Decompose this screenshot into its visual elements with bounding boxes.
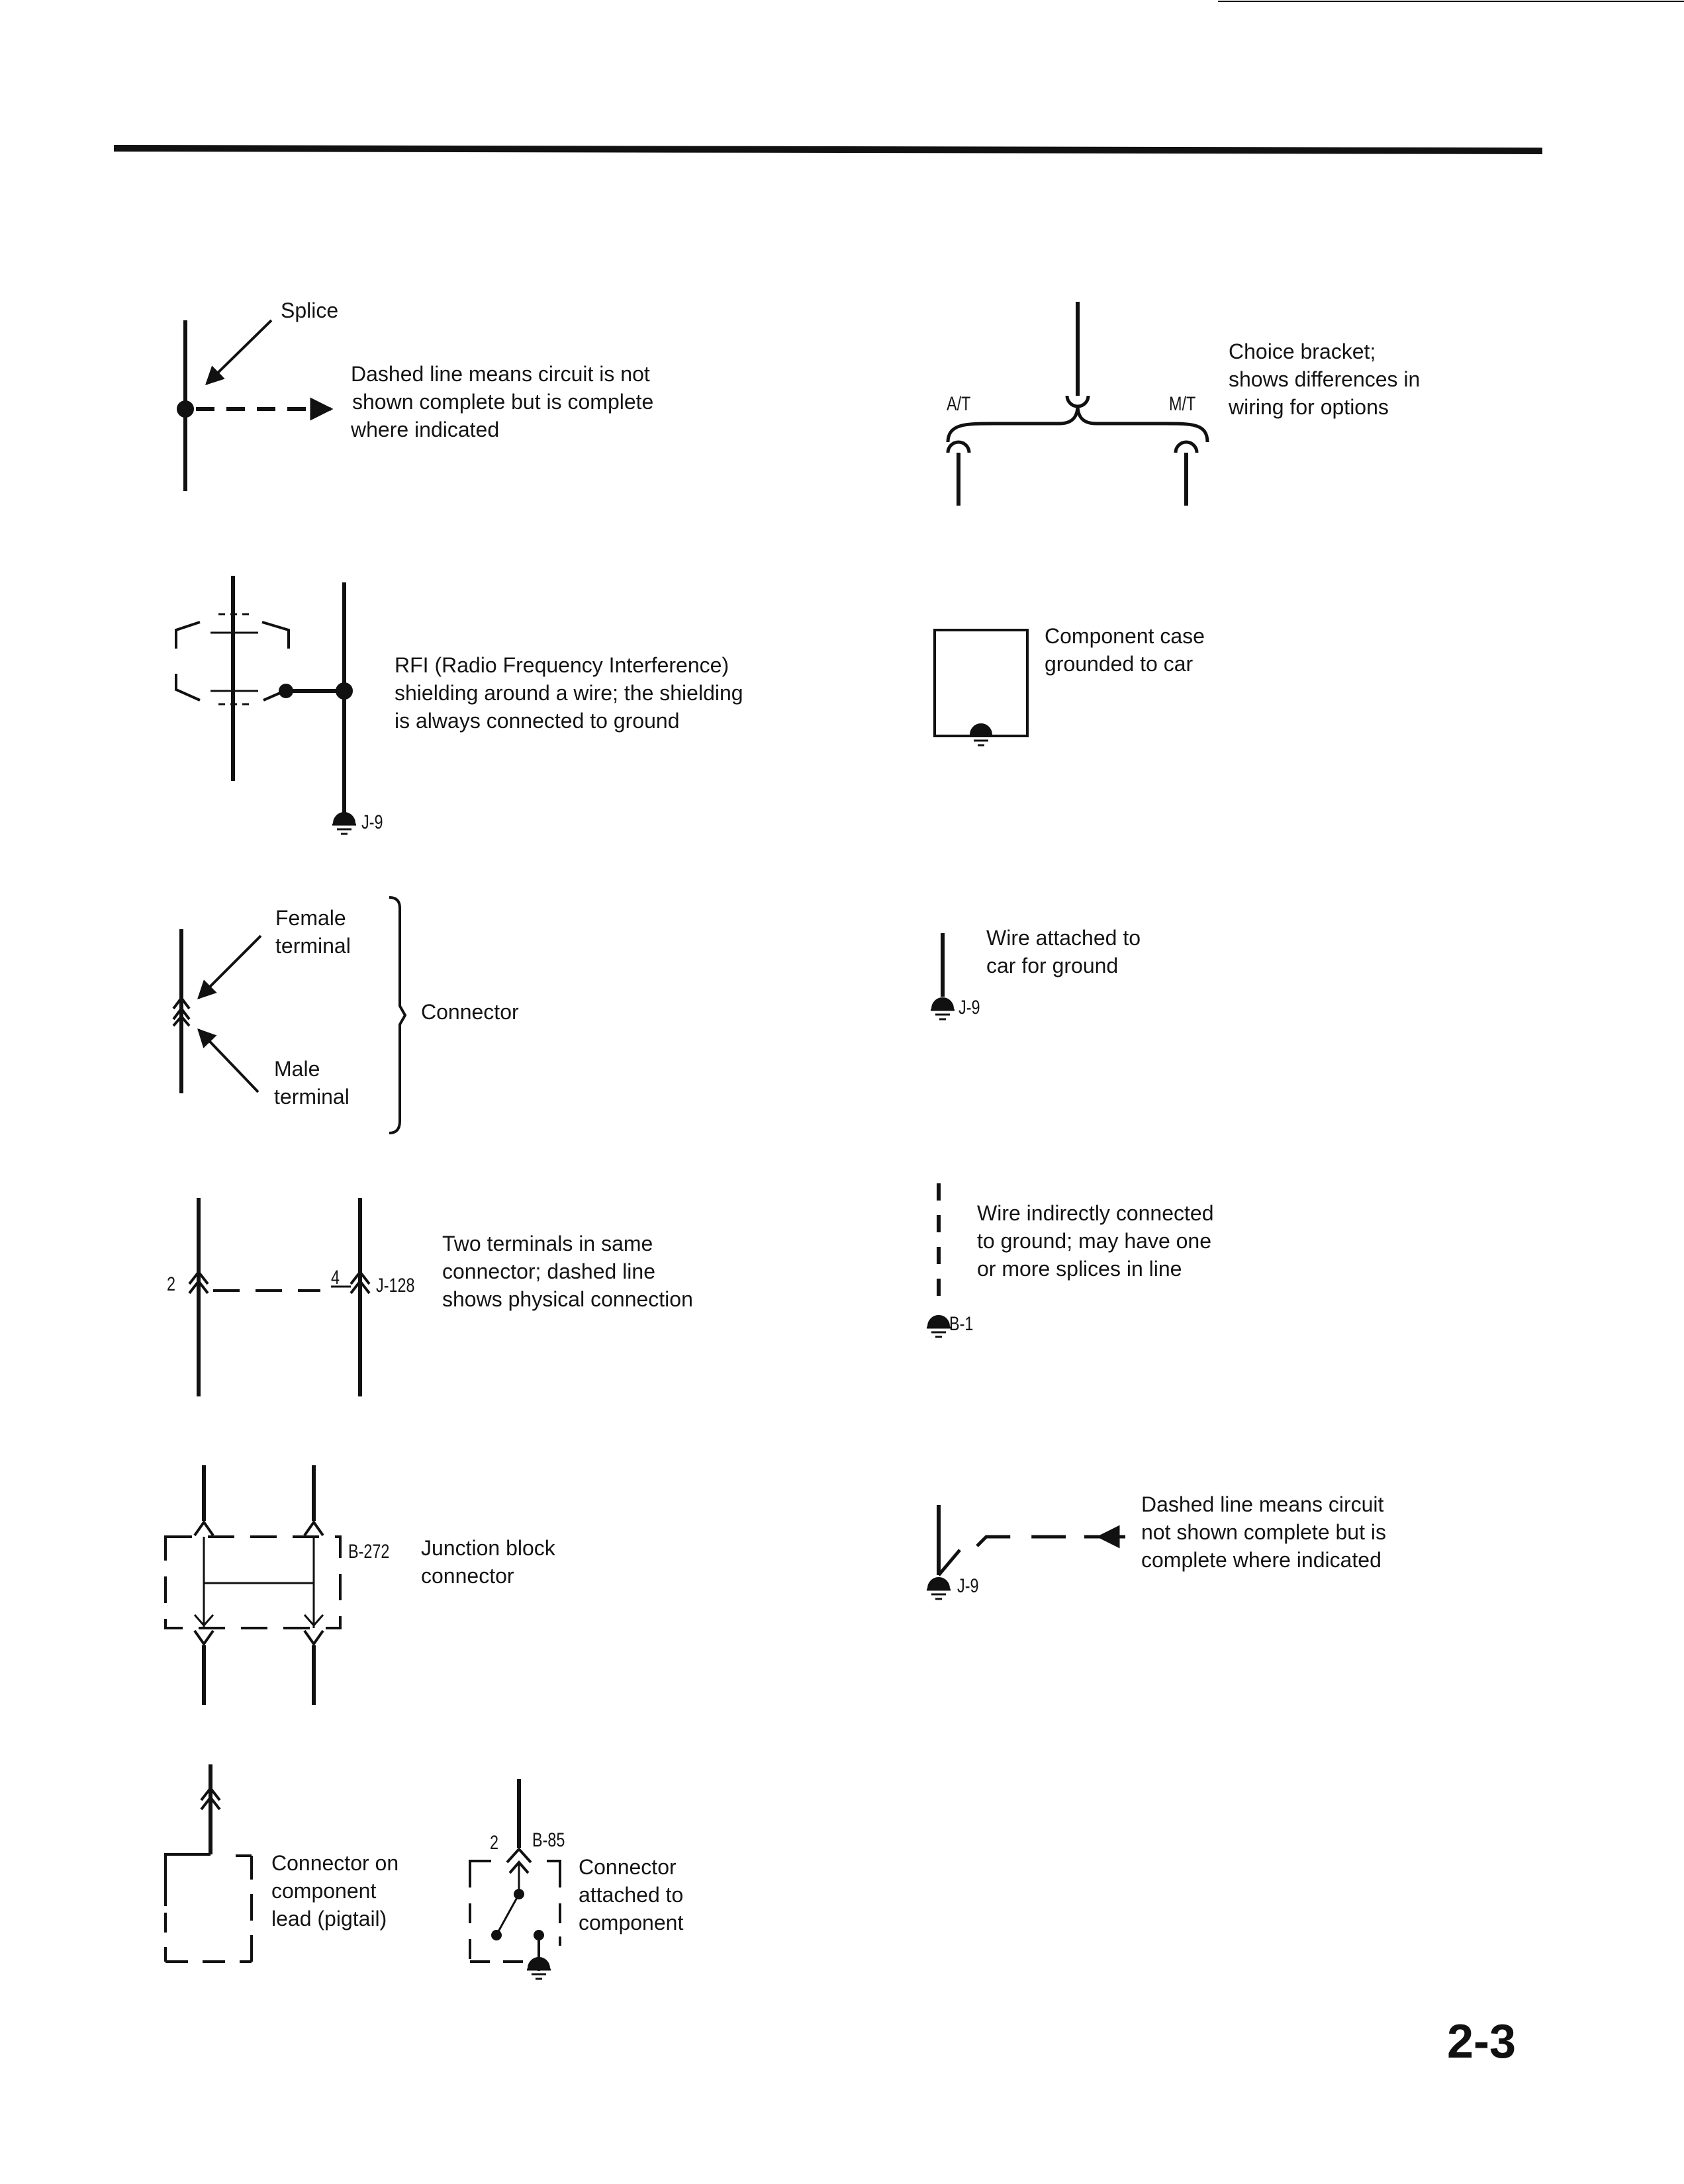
two-terminals-connector-id: J-128 xyxy=(376,1275,415,1297)
right-pin-number: 4 xyxy=(331,1267,340,1289)
wire-ground-id: J-9 xyxy=(959,997,980,1019)
attached-connector-desc-line-1: Connector xyxy=(579,1855,677,1879)
junction-block-symbol xyxy=(164,1465,342,1705)
rfi-desc-line-1: RFI (Radio Frequency Interference) xyxy=(395,653,729,677)
rfi-shield-symbol xyxy=(175,576,356,834)
pigtail-desc-line-1: Connector on xyxy=(271,1851,399,1875)
female-label-line-2: terminal xyxy=(275,934,351,958)
male-label-line-2: terminal xyxy=(274,1085,350,1109)
rfi-ground-id: J-9 xyxy=(361,811,383,833)
choice-desc-line-3: wiring for options xyxy=(1229,395,1389,419)
wire-ground-symbol xyxy=(931,933,955,1019)
splice-symbol xyxy=(177,319,334,491)
attached-connector-id: B-85 xyxy=(532,1829,565,1851)
wire-ground-desc-line-2: car for ground xyxy=(986,954,1119,978)
attached-connector-desc-line-2: attached to xyxy=(579,1883,684,1907)
splice-desc-line-1: Dashed line means circuit is not xyxy=(351,362,650,386)
header-rule xyxy=(113,145,1543,154)
dashed-ground-id: J-9 xyxy=(957,1575,979,1597)
junction-block-desc-line-1: Junction block xyxy=(421,1536,555,1560)
dashed-ground-symbol xyxy=(927,1505,1125,1599)
splice-desc-line-3: where indicated xyxy=(351,418,500,441)
indirect-ground-desc-line-2: to ground; may have one xyxy=(977,1229,1212,1253)
attached-connector-symbol xyxy=(469,1779,561,1979)
component-case-symbol xyxy=(933,629,1029,745)
rfi-desc-line-3: is always connected to ground xyxy=(395,709,680,733)
male-label-line-1: Male xyxy=(274,1057,320,1081)
connector-symbol xyxy=(172,896,407,1134)
attached-connector-pin: 2 xyxy=(490,1832,499,1854)
choice-desc-line-2: shows differences in xyxy=(1229,367,1421,391)
choice-desc-line-1: Choice bracket; xyxy=(1229,340,1376,363)
page-number: 2-3 xyxy=(1447,2015,1517,2068)
two-terminals-symbol xyxy=(188,1198,371,1396)
attached-connector-desc-line-3: component xyxy=(579,1911,684,1934)
case-desc-line-1: Component case xyxy=(1045,624,1205,648)
two-terminals-desc-line-1: Two terminals in same xyxy=(442,1232,653,1255)
dashed-ground-desc-line-1: Dashed line means circuit xyxy=(1141,1492,1384,1516)
junction-block-desc-line-2: connector xyxy=(421,1564,514,1588)
two-terminals-desc-line-3: shows physical connection xyxy=(442,1287,693,1311)
female-label-line-1: Female xyxy=(275,906,346,930)
rfi-desc-line-2: shielding around a wire; the shielding xyxy=(395,681,743,705)
two-terminals-desc-line-2: connector; dashed line xyxy=(442,1259,655,1283)
dashed-ground-desc-line-3: complete where indicated xyxy=(1141,1548,1381,1572)
pigtail-symbol xyxy=(164,1764,253,1963)
indirect-ground-id: B-1 xyxy=(949,1313,974,1335)
choice-bracket-symbol xyxy=(946,302,1209,506)
choice-right-option: M/T xyxy=(1169,393,1196,415)
splice-label: Splice xyxy=(281,298,339,322)
case-desc-line-2: grounded to car xyxy=(1045,652,1193,676)
choice-left-option: A/T xyxy=(947,393,971,415)
junction-block-connector-id: B-272 xyxy=(348,1541,390,1563)
splice-desc-line-2: shown complete but is complete xyxy=(352,390,654,414)
indirect-ground-symbol xyxy=(927,1183,951,1337)
indirect-ground-desc-line-1: Wire indirectly connected xyxy=(977,1201,1214,1225)
left-pin-number: 2 xyxy=(167,1273,176,1295)
connector-bracket-label: Connector xyxy=(421,1000,519,1024)
wire-ground-desc-line-1: Wire attached to xyxy=(986,926,1141,950)
dashed-ground-desc-line-2: not shown complete but is xyxy=(1141,1520,1386,1544)
pigtail-desc-line-2: component xyxy=(271,1879,377,1903)
pigtail-desc-line-3: lead (pigtail) xyxy=(271,1907,387,1931)
indirect-ground-desc-line-3: or more splices in line xyxy=(977,1257,1182,1281)
